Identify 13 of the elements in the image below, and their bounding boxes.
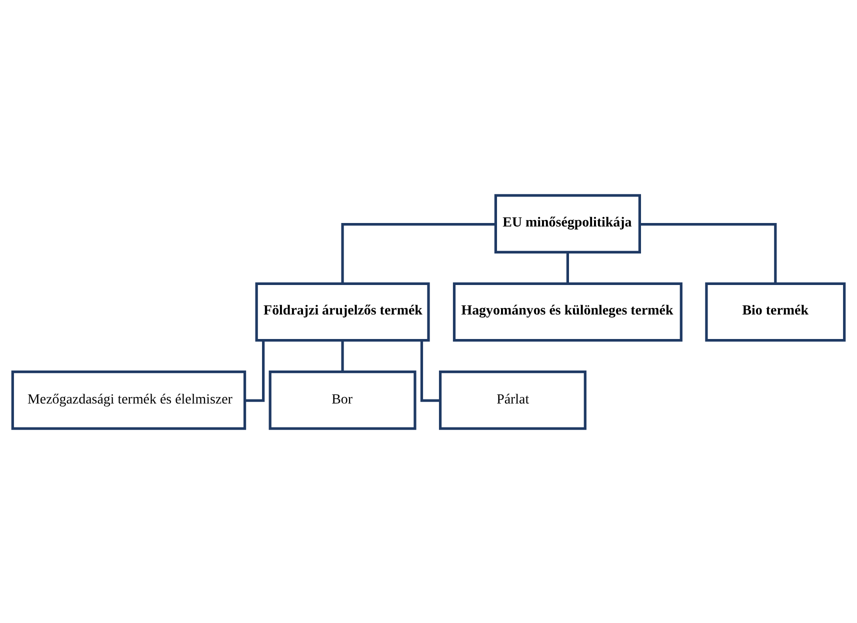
node-box: Földrajzi árujelzős termék bbox=[255, 282, 430, 342]
node-box: Párlat bbox=[438, 370, 586, 430]
connector bbox=[244, 340, 265, 402]
node-box: Bor bbox=[268, 370, 416, 430]
node-box: Mezőgazdasági termék és élelmiszer bbox=[11, 370, 246, 430]
node-box: Hagyományos és különleges termék bbox=[452, 282, 682, 342]
connector bbox=[640, 222, 777, 284]
connector bbox=[341, 340, 344, 372]
connector bbox=[566, 252, 569, 283]
node-box: EU minőségpolitikája bbox=[494, 194, 641, 254]
node-box: Bio termék bbox=[705, 282, 846, 342]
connector bbox=[420, 340, 440, 402]
connector bbox=[341, 222, 496, 284]
